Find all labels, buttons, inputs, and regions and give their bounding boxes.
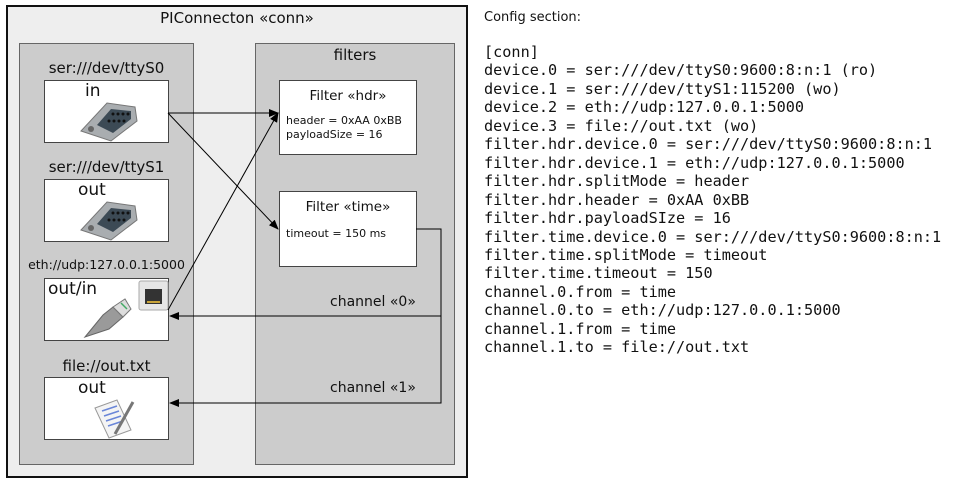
config-line: device.0 = ser:///dev/ttyS0:9600:8:n:1 (…	[484, 61, 878, 80]
device-label: ser:///dev/ttyS0	[48, 59, 165, 77]
device-direction: out	[78, 180, 106, 200]
filter-time: Filter «time» timeout = 150 ms	[279, 191, 417, 267]
device-label: ser:///dev/ttyS1	[48, 158, 165, 176]
config-line: filter.time.device.0 = ser:///dev/ttyS0:…	[484, 227, 942, 246]
filter-title: Filter «time»	[305, 199, 391, 215]
connection-title: PIConnecton «conn»	[160, 9, 314, 27]
filter-hdr: Filter «hdr» header = 0xAA 0xBB payloadS…	[279, 80, 417, 155]
config-line: filter.hdr.splitMode = header	[484, 172, 750, 191]
config-line: channel.0.from = time	[484, 282, 677, 301]
config-heading: Config section:	[484, 10, 582, 25]
config-line: filter.time.splitMode = timeout	[484, 245, 768, 264]
config-line: [conn]	[484, 43, 539, 61]
config-line: channel.1.from = time	[484, 319, 677, 338]
device-direction: in	[85, 81, 101, 101]
device-ttyS1: out	[44, 179, 169, 242]
device-direction: out	[78, 378, 106, 398]
text-file-icon	[94, 399, 135, 439]
channel-0-line	[169, 228, 442, 320]
device-udp: out/in	[44, 278, 169, 341]
channel-label: channel «0»	[330, 294, 416, 310]
device-ttyS0: in	[44, 80, 169, 143]
device-label: file://out.txt	[62, 357, 151, 375]
config-line: device.2 = eth://udp:127.0.0.1:5000	[484, 98, 805, 117]
filters-title: filters	[333, 46, 377, 64]
config-line: device.3 = file://out.txt (wo)	[484, 116, 759, 135]
filter-param: timeout = 150 ms	[286, 227, 387, 240]
serial-port-icon	[80, 102, 138, 142]
channel-label: channel «1»	[330, 380, 416, 396]
config-line: filter.hdr.device.1 = eth://udp:127.0.0.…	[484, 153, 905, 172]
config-line: filter.hdr.device.0 = ser:///dev/ttyS0:9…	[484, 135, 933, 154]
config-line: filter.time.timeout = 150	[484, 264, 713, 283]
filter-param: header = 0xAA 0xBB	[286, 114, 402, 127]
ethernet-icon	[83, 280, 169, 339]
serial-port-icon	[80, 201, 138, 241]
device-label: eth://udp:127.0.0.1:5000	[28, 257, 185, 272]
arrow-udp-to-hdr	[167, 112, 279, 311]
config-line: filter.hdr.payloadSIze = 16	[484, 209, 731, 228]
arrow-ttyS0-to-time	[167, 112, 279, 230]
config-line: channel.0.to = eth://udp:127.0.0.1:5000	[484, 301, 841, 320]
config-line: filter.hdr.header = 0xAA 0xBB	[484, 190, 750, 209]
device-file: out	[44, 377, 169, 440]
config-line: channel.1.to = file://out.txt	[484, 338, 750, 357]
channel-1-line	[169, 316, 442, 407]
config-text: [conn]device.0 = ser:///dev/ttyS0:9600:8…	[484, 43, 941, 357]
filter-param: payloadSize = 16	[286, 128, 383, 141]
config-line: device.1 = ser:///dev/ttyS1:115200 (wo)	[484, 79, 841, 98]
device-direction: out/in	[48, 279, 98, 299]
filter-title: Filter «hdr»	[309, 88, 387, 104]
